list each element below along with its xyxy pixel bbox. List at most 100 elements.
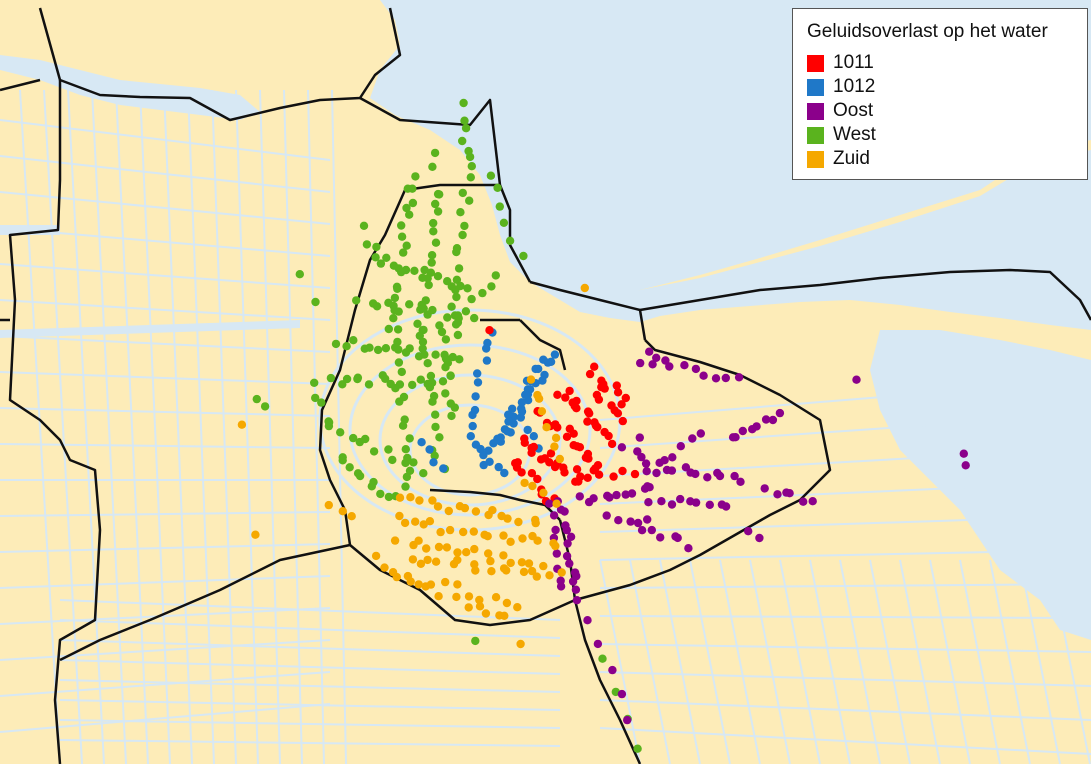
point-1012 <box>508 404 517 413</box>
point-zuid <box>481 609 491 618</box>
point-west <box>465 196 474 205</box>
point-zuid <box>488 506 497 515</box>
point-oost <box>560 507 569 516</box>
point-oost <box>608 665 617 675</box>
point-west <box>352 296 361 305</box>
street-line <box>59 739 561 747</box>
point-zuid <box>484 549 493 558</box>
point-zuid <box>491 593 501 602</box>
point-west <box>465 152 475 162</box>
point-1012 <box>504 417 513 426</box>
point-west <box>429 218 438 228</box>
street-line <box>0 407 331 417</box>
point-1011 <box>621 393 630 403</box>
boundary-line-12 <box>429 488 561 521</box>
street-line <box>629 559 671 764</box>
point-zuid <box>395 511 404 521</box>
point-1012 <box>473 369 482 378</box>
point-west <box>376 489 385 499</box>
legend-label-zuid: Zuid <box>833 148 870 169</box>
point-1011 <box>546 449 556 458</box>
point-west <box>446 371 455 380</box>
street-line <box>959 559 1001 764</box>
point-oost <box>808 497 817 506</box>
point-oost <box>605 493 614 502</box>
point-oost <box>761 415 771 424</box>
point-1012 <box>538 376 547 385</box>
point-oost <box>736 477 745 486</box>
boundary-line-9 <box>59 543 351 662</box>
point-zuid <box>527 566 537 576</box>
point-zuid <box>324 500 333 510</box>
street-line <box>599 699 1091 721</box>
point-oost <box>575 492 584 501</box>
point-1011 <box>590 362 599 371</box>
point-zuid <box>542 423 551 432</box>
street-line <box>0 703 331 733</box>
point-oost <box>602 511 611 520</box>
point-zuid <box>551 433 561 443</box>
point-1011 <box>600 427 609 437</box>
point-oost <box>775 408 785 418</box>
street-line <box>599 549 1091 561</box>
street-line <box>839 559 881 764</box>
point-west <box>441 389 450 398</box>
point-west <box>419 469 428 478</box>
point-west <box>467 162 476 171</box>
point-zuid <box>444 506 453 516</box>
point-zuid <box>371 551 381 561</box>
point-zuid <box>555 454 564 464</box>
point-zuid <box>237 420 247 429</box>
point-1011 <box>517 468 526 477</box>
point-west <box>394 307 403 316</box>
point-west <box>453 311 463 320</box>
street-line <box>613 0 651 231</box>
point-zuid <box>545 571 554 580</box>
point-west <box>389 261 399 270</box>
point-oost <box>617 689 627 699</box>
point-zuid <box>433 502 443 511</box>
boundary-line-4 <box>404 183 500 192</box>
street-line <box>779 559 821 764</box>
point-oost <box>748 425 757 434</box>
point-oost <box>552 549 561 558</box>
canal-ring <box>348 343 592 517</box>
boundary-line-6 <box>529 280 647 341</box>
point-west <box>495 202 504 211</box>
point-1011 <box>565 386 574 396</box>
point-oost <box>715 471 725 481</box>
point-west <box>431 350 440 359</box>
point-zuid <box>428 496 437 505</box>
boundary-line-1 <box>0 78 41 92</box>
street-line <box>929 559 971 764</box>
point-west <box>410 266 419 275</box>
point-west <box>447 282 456 291</box>
point-west <box>441 335 451 344</box>
point-oost <box>773 490 782 499</box>
point-oost <box>549 511 559 520</box>
point-1012 <box>429 458 438 467</box>
point-west <box>401 265 411 275</box>
point-west <box>399 248 408 257</box>
street-line <box>725 0 771 231</box>
point-west <box>389 314 398 323</box>
point-1012 <box>468 421 477 431</box>
point-west <box>388 455 397 465</box>
point-west <box>324 417 333 426</box>
point-oost <box>744 527 753 536</box>
point-oost <box>612 490 621 500</box>
point-zuid <box>251 530 260 539</box>
street-line <box>91 89 127 764</box>
point-west <box>403 453 412 463</box>
point-west <box>336 428 345 437</box>
point-west <box>408 198 418 208</box>
street-line <box>0 119 331 161</box>
street-line <box>0 191 331 225</box>
point-1011 <box>589 466 598 475</box>
point-oost <box>668 453 677 462</box>
point-west <box>478 288 487 298</box>
street-line <box>989 559 1031 764</box>
street-line <box>899 559 941 764</box>
point-zuid <box>431 557 441 566</box>
point-west <box>431 410 440 419</box>
